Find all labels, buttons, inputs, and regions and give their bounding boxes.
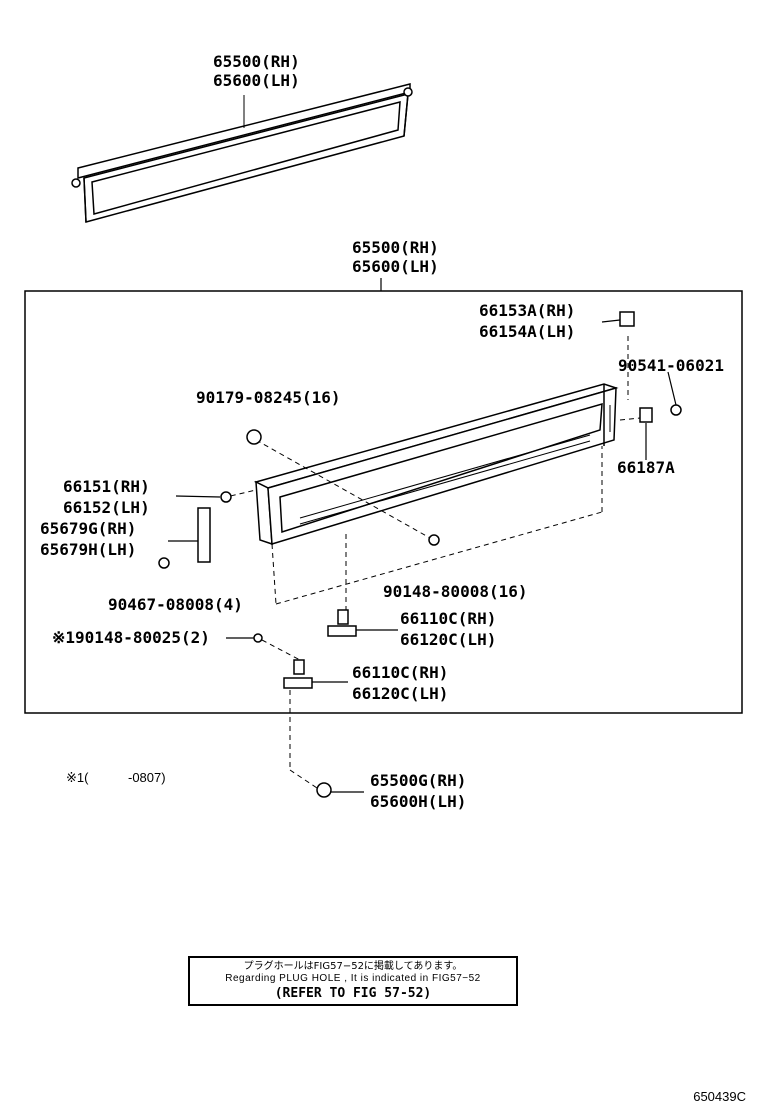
label-66110c-b: 66110C(RH): [352, 663, 448, 682]
label-66187a: 66187A: [617, 458, 675, 477]
solid-leaders: [168, 319, 677, 793]
label-65600h: 65600H(LH): [370, 792, 466, 811]
group-lh-label: 65600(LH): [352, 257, 439, 276]
main-panel-drawing: [253, 383, 619, 546]
label-90148-80025: ※190148-80025(2): [52, 628, 210, 647]
label-66110c-a: 66110C(RH): [400, 609, 496, 628]
footnote-range: -0807): [128, 770, 166, 785]
label-65679g: 65679G(RH): [40, 519, 136, 538]
label-90467: 90467-08008(4): [108, 595, 243, 614]
label-65500g: 65500G(RH): [370, 771, 466, 790]
note-reference: (REFER TO FIG 57-52): [274, 986, 432, 1001]
footnote-mark: ※1(: [66, 770, 89, 785]
label-66154a: 66154A(LH): [479, 322, 575, 341]
label-90148-80008: 90148-80008(16): [383, 582, 528, 601]
figure-id: 650439C: [693, 1089, 746, 1104]
label-90179: 90179-08245(16): [196, 388, 341, 407]
label-65679h: 65679H(LH): [40, 540, 136, 559]
top-part-lh-label: 65600(LH): [213, 71, 300, 90]
label-90541: 90541-06021: [618, 356, 724, 375]
small-parts: [158, 311, 682, 798]
group-rh-label: 65500(RH): [352, 238, 439, 257]
label-66153a: 66153A(RH): [479, 301, 575, 320]
label-66120c-b: 66120C(LH): [352, 684, 448, 703]
label-66152: 66152(LH): [63, 498, 150, 517]
label-66120c-a: 66120C(LH): [400, 630, 496, 649]
label-66151: 66151(RH): [63, 477, 150, 496]
plug-hole-note: プラグホールはFIG57−52に掲載してあります。 Regarding PLUG…: [188, 956, 518, 1006]
top-part-rh-label: 65500(RH): [213, 52, 300, 71]
note-english: Regarding PLUG HOLE , It is indicated in…: [225, 973, 481, 984]
note-japanese: プラグホールはFIG57−52に掲載してあります。: [243, 961, 463, 972]
top-panel-drawing: [71, 83, 413, 223]
group-box: [24, 290, 743, 714]
dashed-leaders: [221, 336, 641, 791]
